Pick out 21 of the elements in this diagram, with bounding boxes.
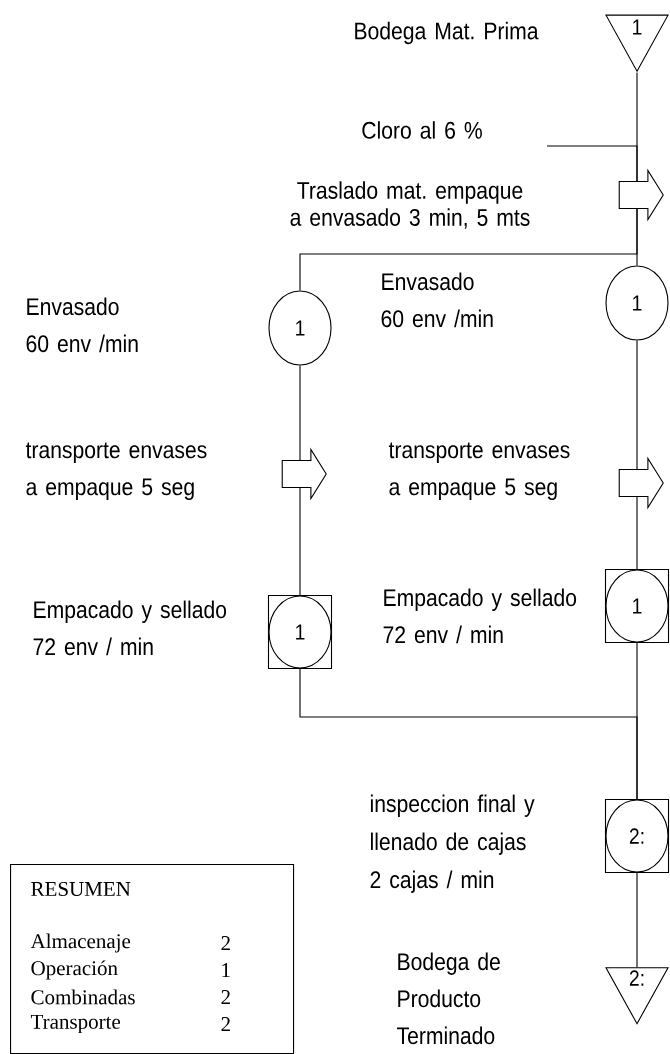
step-label: Empacado y sellado 72 env / min <box>383 588 577 644</box>
step-label: Cloro al 6 % <box>362 121 482 139</box>
connector-line <box>299 487 301 596</box>
connector-line <box>546 145 638 182</box>
step-label: Traslado mat. empaque a envasado 3 min, 5 mts <box>290 181 530 229</box>
step-label: Empacado y sellado 72 env / min <box>33 600 227 656</box>
step-label: Bodega de Producto Terminado <box>397 952 500 1045</box>
step-label: inspeccion final y llenado de cajas 2 cajas / min <box>370 794 535 893</box>
connector-line <box>636 496 638 570</box>
step-label: Envasado 60 env /min <box>26 297 138 353</box>
connector-line <box>299 208 638 291</box>
step-label: transporte envases a empaque 5 seg <box>25 442 207 501</box>
connector-line <box>636 872 638 968</box>
step-label: transporte envases a empaque 5 seg <box>388 442 570 501</box>
connector-line <box>299 365 301 461</box>
step-label: Envasado 60 env /min <box>381 272 493 328</box>
connector-line <box>636 340 638 470</box>
summary-table: RESUMEN Almacenaje 2 Operación 1 Combinadas 2 Transporte 2 <box>10 864 295 1054</box>
storage-triangle: 2: <box>605 967 669 1025</box>
connector-line <box>636 642 638 800</box>
step-label: Bodega Mat. Prima <box>355 21 539 45</box>
